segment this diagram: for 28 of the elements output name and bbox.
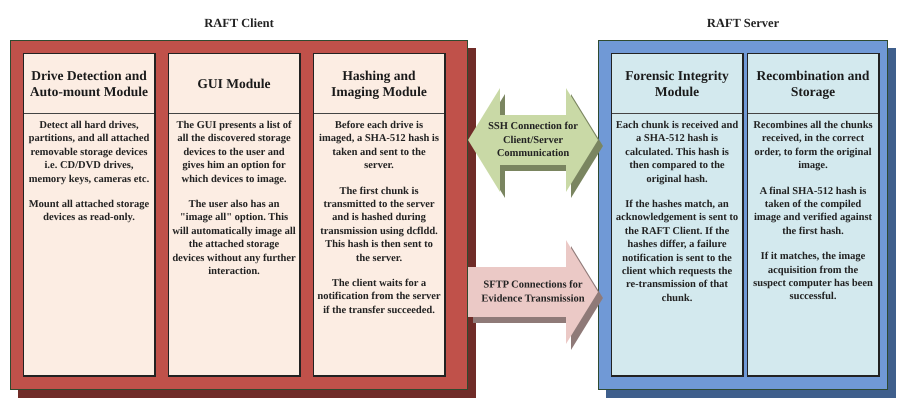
block-arrow (468, 240, 598, 344)
block-arrow (468, 88, 598, 192)
module-heading: Hashing and Imaging Module (314, 54, 444, 114)
module-description: The first chunk is transmitted to the server and is hashed during transmission using dcfldd. This hash is then sent to the server. (319, 184, 439, 266)
edge-label: SFTP Connections for Evidence Transmission (480, 278, 586, 306)
module-panel (611, 53, 744, 377)
module-heading: GUI Module (169, 54, 299, 114)
module-panel (23, 53, 156, 377)
module-heading: Drive Detection and Auto-mount Module (24, 54, 154, 114)
module-description: Before each drive is imaged, a SHA-512 hash is taken and sent to the server. (318, 119, 440, 173)
module-heading: Recombination and Storage (748, 54, 878, 114)
module-panel (747, 53, 880, 377)
module-description: The client waits for a notification from the server if the transfer succeeded. (316, 277, 442, 318)
module-description: The user also has an "image all" option. This will automatically image all the attached storage devices without any further interaction. (171, 198, 297, 278)
module-panel (313, 53, 446, 377)
edge-label: SSH Connection for Client/Server Communication (487, 120, 579, 160)
module-description: If the hashes match, an acknowledgement is sent to the RAFT Client. If the hashes differ, a failure notification is sent to the client which requests the re-transmission of that chunk. (614, 198, 740, 306)
module-description: Mount all attached storage devices as read-only. (28, 198, 150, 225)
module-description: Detect all hard drives, partitions, and all attached removable storage devices i.e. CD/DVD drives, memory keys, cameras etc. (28, 119, 150, 186)
module-heading: Forensic Integrity Module (612, 54, 742, 114)
module-panel (168, 53, 301, 377)
module-description: Recombines all the chunks received, in the correct order, to form the original image. (752, 119, 874, 173)
module-description: Each chunk is received and a SHA-512 hash is calculated. This hash is then compared to the original hash. (614, 119, 740, 186)
panel-title: RAFT Server (706, 15, 780, 32)
module-description: If it matches, the image acquisition from the suspect computer has been successful. (752, 250, 874, 304)
panel-title: RAFT Client (203, 15, 275, 32)
module-description: The GUI presents a list of all the discovered storage devices to the user and gives him an option for which devices to image. (175, 119, 293, 186)
module-description: A final SHA-512 hash is taken of the compiled image and verified against the first hash. (752, 184, 874, 238)
